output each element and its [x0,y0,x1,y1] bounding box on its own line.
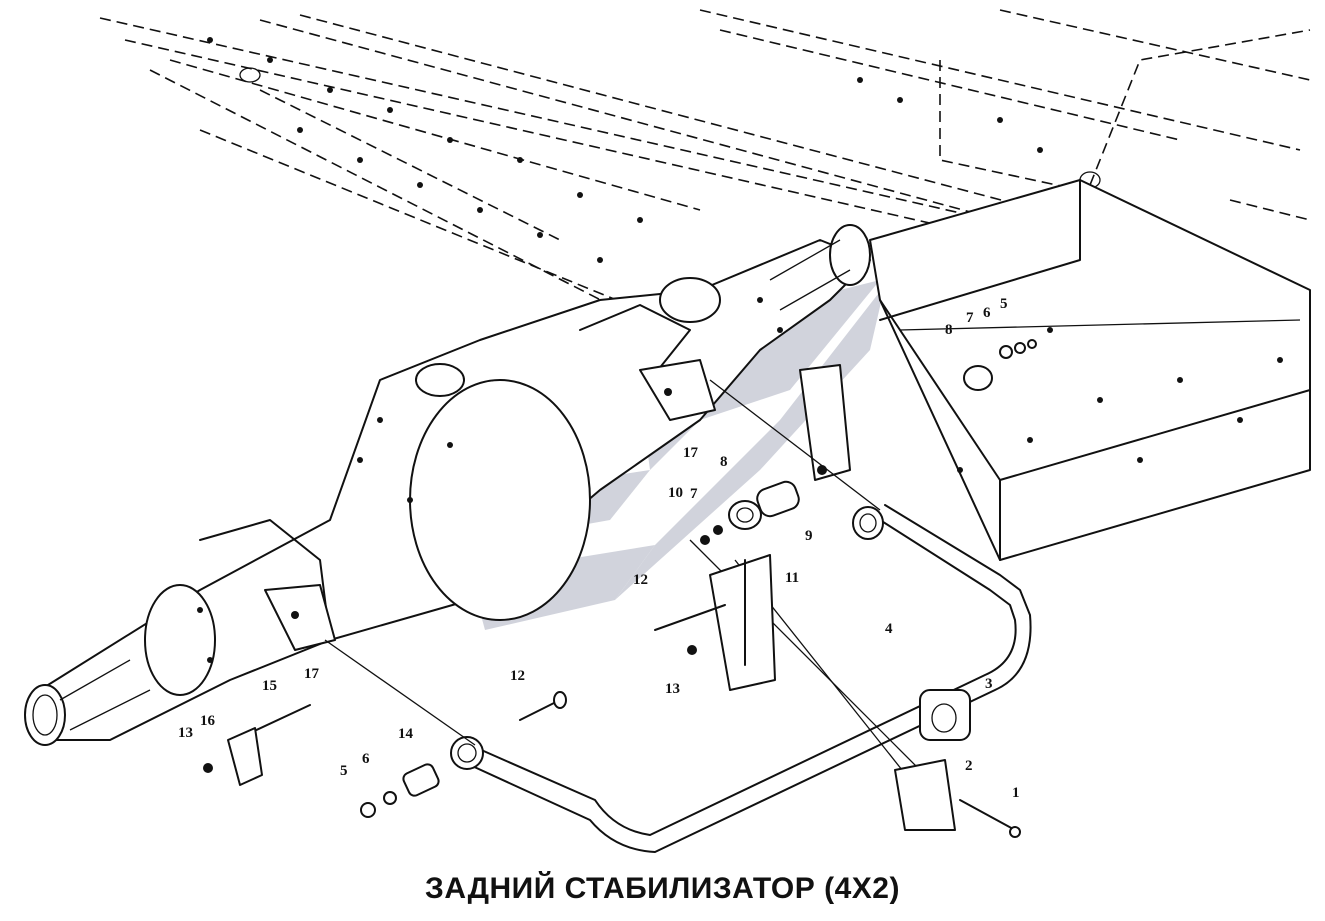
callout-13-left: 13 [178,725,193,741]
callout-5-right: 5 [1000,296,1008,312]
callout-13-center: 13 [665,681,680,697]
callout-5-left: 5 [340,763,348,779]
callout-6-left: 6 [362,751,370,767]
callout-12-lower: 12 [510,668,525,684]
stabilizer-bar [450,504,1032,853]
callout-16: 16 [200,713,216,729]
callout-2: 2 [965,758,973,774]
callout-9: 9 [805,528,813,544]
callout-12-center: 12 [633,572,648,588]
callout-14: 14 [398,726,414,742]
callout-17-center: 17 [683,445,699,461]
diagram-caption: ЗАДНИЙ СТАБИЛИЗАТОР (4Х2) [425,872,900,905]
callout-8-right: 8 [945,322,953,338]
axle-housing [24,224,871,746]
cross-member [869,179,1311,561]
callout-4: 4 [885,621,893,637]
callout-3: 3 [985,676,993,692]
callout-10: 10 [668,485,683,501]
callout-1: 1 [1012,785,1020,801]
hardware-parts [203,480,1021,838]
callout-11: 11 [785,570,799,586]
callouts: 1 2 3 4 5 5 6 6 7 7 8 8 9 10 11 12 12 13… [178,296,1020,801]
callout-8-center: 8 [720,454,728,470]
frame-rail [99,9,1311,331]
callout-7-center: 7 [690,486,698,502]
axle-brackets [264,359,851,651]
callout-6-right: 6 [983,305,991,321]
callout-15: 15 [262,678,277,694]
callout-7-right: 7 [966,310,974,326]
callout-17-left: 17 [304,666,320,682]
